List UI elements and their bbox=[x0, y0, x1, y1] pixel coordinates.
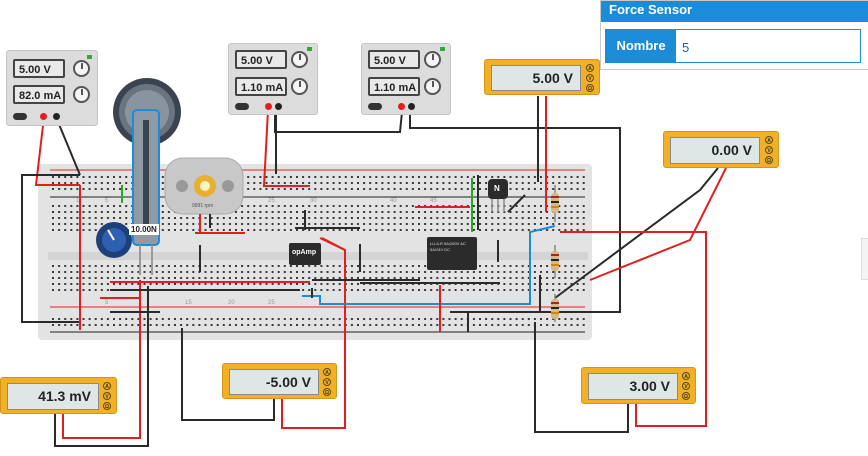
psu1-current: 82.0 mA bbox=[13, 85, 65, 104]
mode-amps-button[interactable]: A bbox=[586, 64, 594, 72]
meter-bottom-right-display: 3.00 V bbox=[588, 373, 678, 400]
side-panel-handle[interactable] bbox=[861, 238, 868, 280]
bb-col-25b: 25 bbox=[268, 300, 275, 306]
bb-col-40: 40 bbox=[390, 198, 397, 204]
psu1-current-knob[interactable] bbox=[73, 86, 90, 103]
psu3-negative-terminal[interactable] bbox=[408, 103, 415, 110]
wires[interactable] bbox=[21, 96, 727, 447]
bb-col-15: 15 bbox=[185, 300, 192, 306]
meter-mid-display: -5.00 V bbox=[229, 369, 319, 395]
component-inspector-panel: Force Sensor Nombre bbox=[600, 0, 868, 70]
relay-label: LU-5-R 5A/250V AC 5A/24V DC bbox=[430, 241, 466, 252]
mode-ohms-button[interactable]: Ω bbox=[103, 402, 111, 410]
psu1-voltage-knob[interactable] bbox=[73, 60, 90, 77]
dc-motor[interactable] bbox=[164, 157, 244, 232]
psu1-power-toggle[interactable] bbox=[13, 113, 27, 120]
mode-amps-button[interactable]: A bbox=[323, 368, 331, 376]
meter-right-display: 0.00 V bbox=[670, 137, 760, 164]
mode-ohms-button[interactable]: Ω bbox=[765, 156, 773, 164]
bb-col-30: 30 bbox=[310, 198, 317, 204]
mode-amps-button[interactable]: A bbox=[765, 136, 773, 144]
mode-volts-button[interactable]: V bbox=[586, 74, 594, 82]
psu1-negative-terminal[interactable] bbox=[53, 113, 60, 120]
psu1-positive-terminal[interactable] bbox=[40, 113, 47, 120]
psu2-negative-terminal[interactable] bbox=[275, 103, 282, 110]
mode-amps-button[interactable]: A bbox=[682, 372, 690, 380]
resistors[interactable] bbox=[551, 185, 559, 322]
psu2-current: 1.10 mA bbox=[235, 77, 287, 96]
psu2-voltage-knob[interactable] bbox=[291, 51, 308, 68]
psu1-voltage: 5.00 V bbox=[13, 59, 65, 78]
bb-col-5b: 5 bbox=[105, 300, 109, 306]
meter-bottom-left-display: 41.3 mV bbox=[7, 383, 99, 410]
name-parameter-input[interactable] bbox=[678, 32, 860, 62]
mode-ohms-button[interactable]: Ω bbox=[682, 392, 690, 400]
name-parameter-label: Nombre bbox=[606, 30, 676, 62]
power-supply-2[interactable]: 5.00 V 1.10 mA bbox=[228, 43, 318, 115]
psu3-positive-terminal[interactable] bbox=[398, 103, 405, 110]
psu2-power-toggle[interactable] bbox=[235, 103, 249, 110]
psu2-led bbox=[307, 47, 312, 51]
psu2-voltage: 5.00 V bbox=[235, 50, 287, 69]
transistor-label: N bbox=[494, 184, 500, 193]
bb-col-20: 20 bbox=[228, 300, 235, 306]
psu2-positive-terminal[interactable] bbox=[265, 103, 272, 110]
relay[interactable] bbox=[427, 237, 477, 270]
mode-volts-button[interactable]: V bbox=[323, 378, 331, 386]
name-parameter-row: Nombre bbox=[605, 29, 861, 63]
psu3-voltage: 5.00 V bbox=[368, 50, 420, 69]
meter-top-right-display: 5.00 V bbox=[491, 65, 581, 91]
psu3-current-knob[interactable] bbox=[424, 78, 441, 95]
opamp-label: opAmp bbox=[292, 249, 317, 256]
mode-ohms-button[interactable]: Ω bbox=[586, 84, 594, 92]
bb-col-5: 5 bbox=[105, 198, 109, 204]
mode-volts-button[interactable]: V bbox=[765, 146, 773, 154]
motor-rpm: 9991 rpm bbox=[192, 203, 214, 209]
psu3-current: 1.10 mA bbox=[368, 77, 420, 96]
power-supply-1[interactable]: 5.00 V 82.0 mA bbox=[6, 50, 98, 126]
bb-col-25: 25 bbox=[268, 198, 275, 204]
psu3-power-toggle[interactable] bbox=[368, 103, 382, 110]
panel-title: Force Sensor bbox=[601, 1, 868, 22]
mode-amps-button[interactable]: A bbox=[103, 382, 111, 390]
mode-volts-button[interactable]: V bbox=[682, 382, 690, 390]
bb-col-45: 45 bbox=[430, 198, 437, 204]
mode-volts-button[interactable]: V bbox=[103, 392, 111, 400]
bb-col-1: 1 bbox=[76, 198, 80, 204]
psu3-voltage-knob[interactable] bbox=[424, 51, 441, 68]
potentiometer[interactable] bbox=[96, 222, 132, 258]
psu3-led bbox=[440, 47, 445, 51]
breadboard-holes bbox=[52, 176, 585, 326]
psu2-current-knob[interactable] bbox=[291, 78, 308, 95]
power-supply-3[interactable]: 5.00 V 1.10 mA bbox=[361, 43, 451, 115]
force-reading: 10.00N bbox=[129, 224, 159, 235]
transistor[interactable] bbox=[488, 179, 508, 212]
mode-ohms-button[interactable]: Ω bbox=[323, 388, 331, 396]
psu1-led bbox=[87, 55, 92, 59]
force-sensor[interactable] bbox=[113, 78, 181, 275]
